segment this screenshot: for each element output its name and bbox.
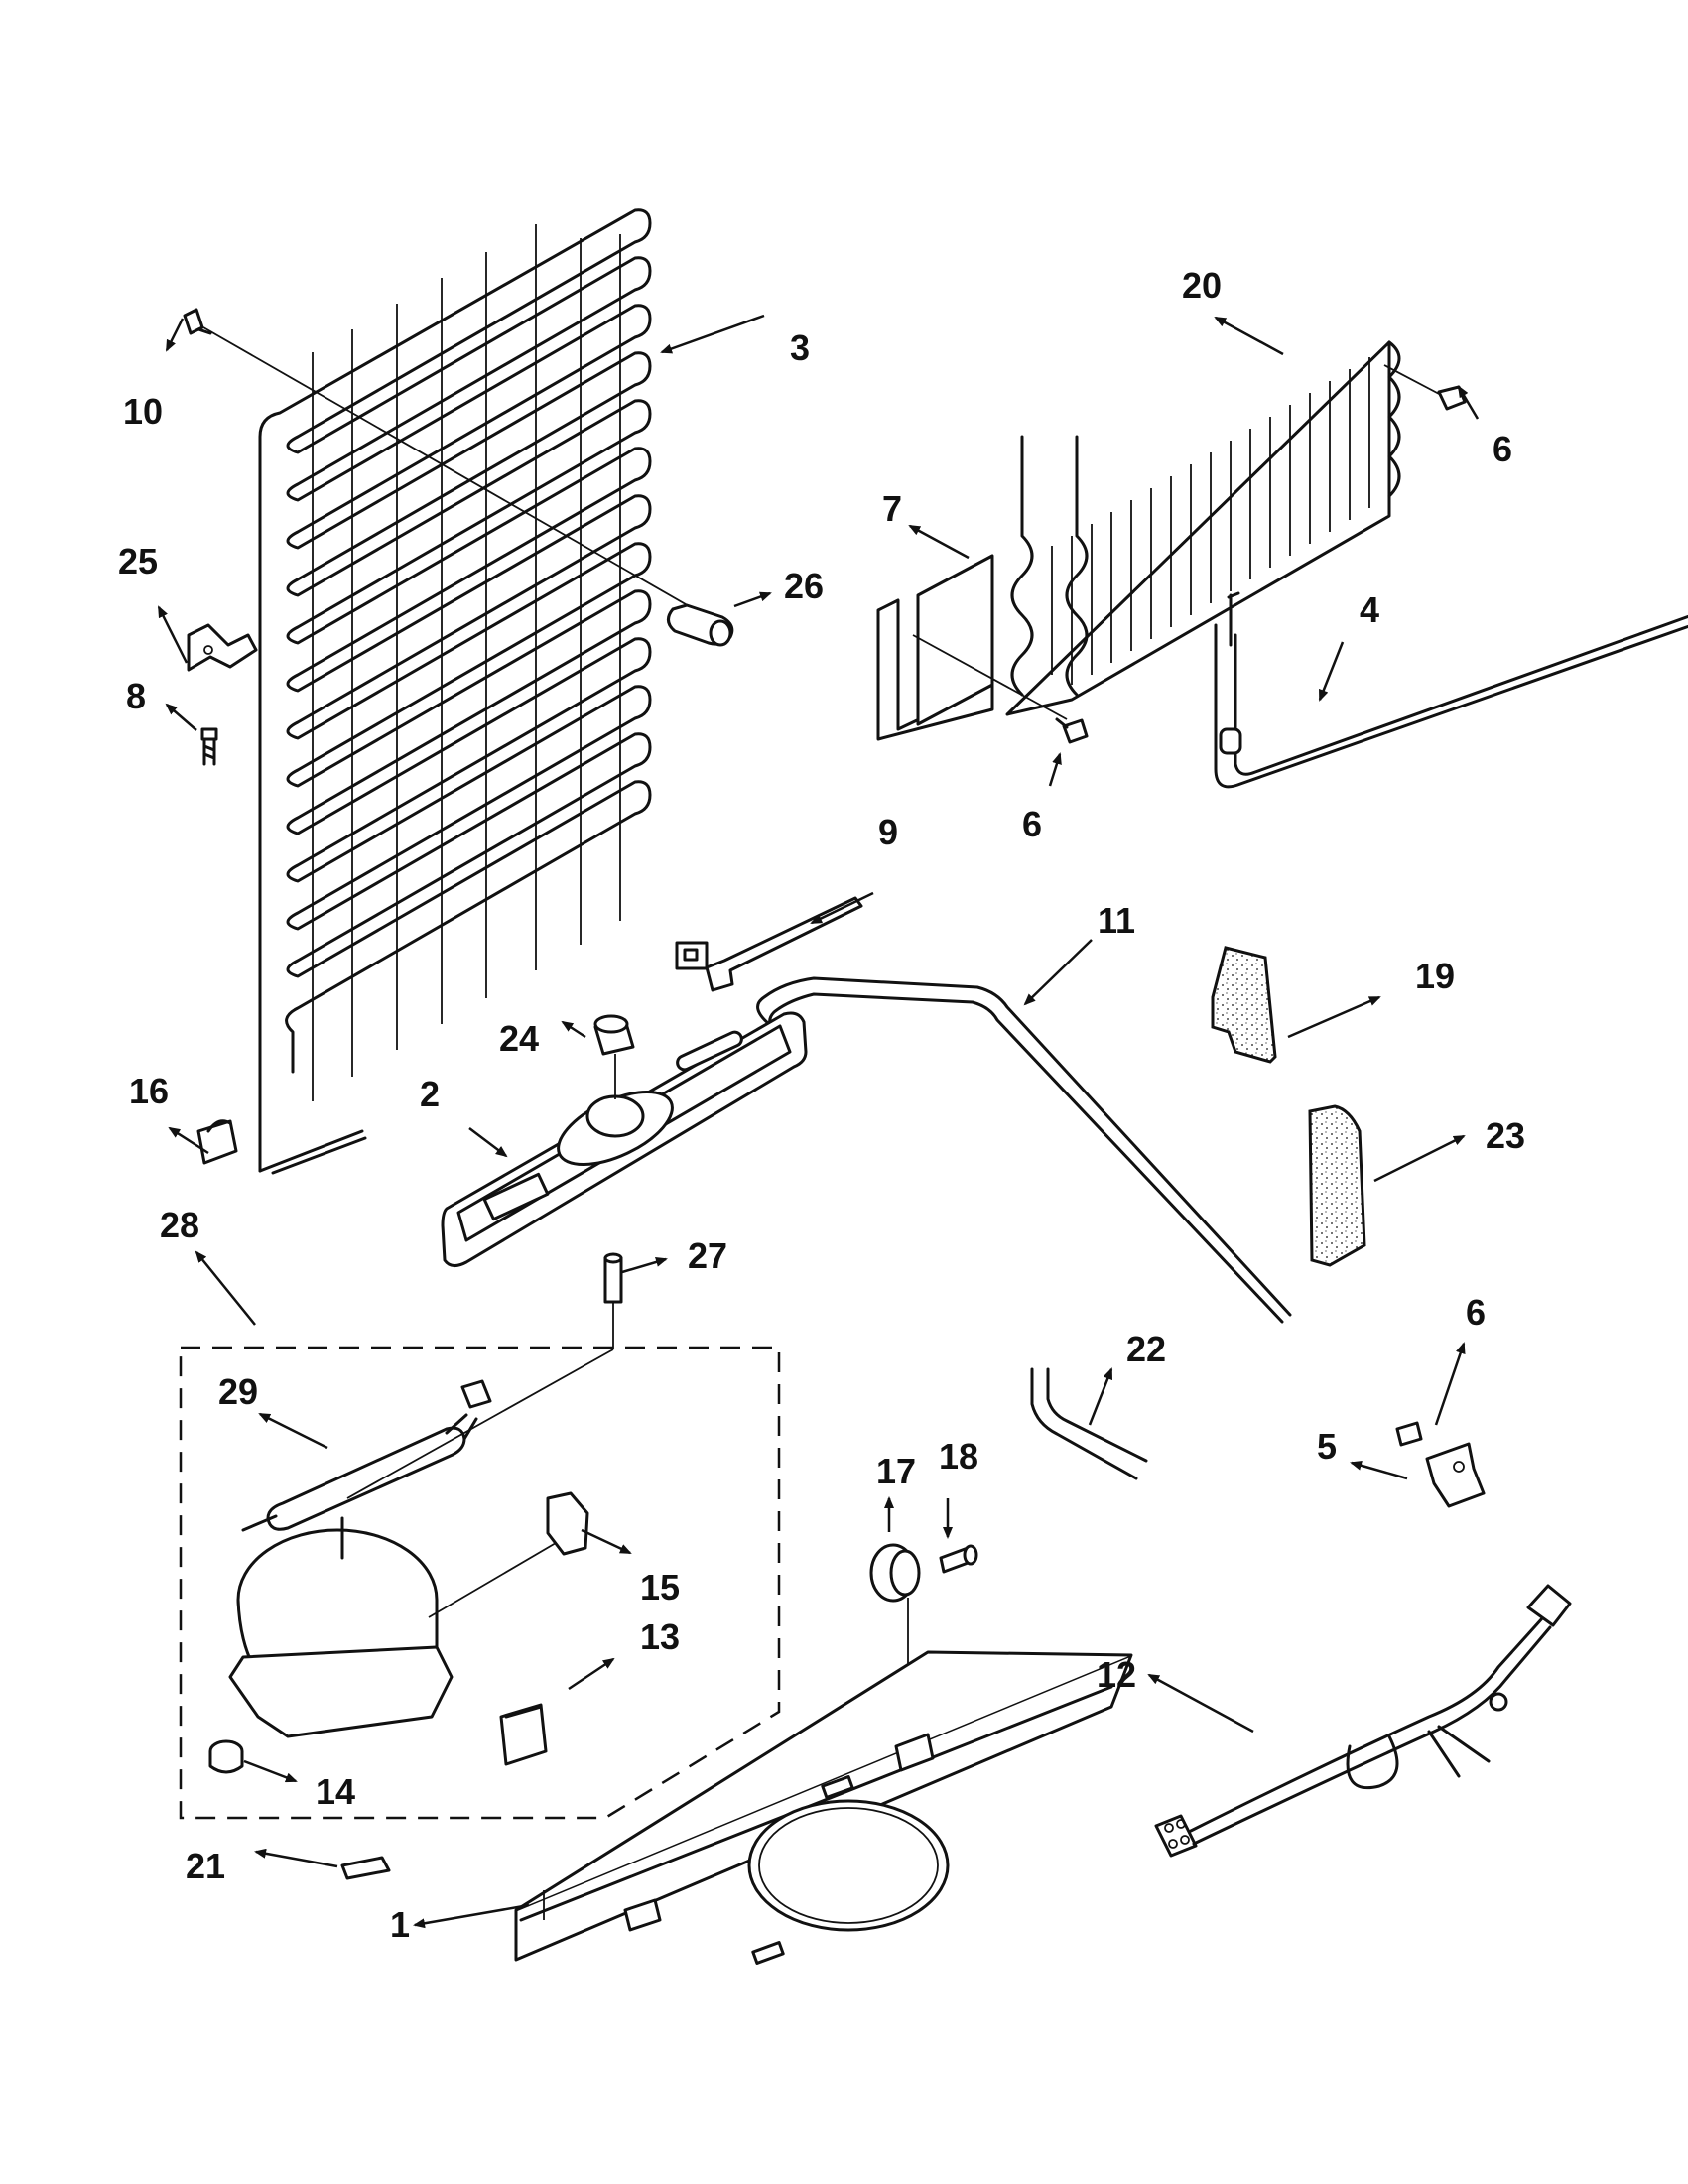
callout-7: 7	[882, 488, 902, 529]
callout-4: 4	[1360, 589, 1379, 630]
screw-6-bottom	[1395, 1421, 1423, 1447]
callout-26: 26	[784, 566, 824, 606]
callout-6b: 6	[1022, 804, 1042, 844]
callout-arrows	[157, 314, 1480, 1929]
callout-labels: 1 2 3 4 5 6 6 6 7 8 9 10 11 12 13 14 15 …	[118, 265, 1525, 1945]
callout-2: 2	[420, 1074, 440, 1114]
callout-21: 21	[186, 1846, 225, 1886]
compressor-kit-28-boundary	[179, 1346, 781, 1820]
callout-22: 22	[1126, 1329, 1166, 1369]
capacitor-13	[499, 1703, 548, 1766]
callout-25: 25	[118, 541, 158, 581]
clip-25	[187, 623, 258, 672]
callout-18: 18	[939, 1436, 978, 1477]
grommet-14	[208, 1739, 244, 1774]
screw-18	[939, 1544, 978, 1574]
tube-22	[1030, 1367, 1148, 1480]
callout-5: 5	[1317, 1426, 1337, 1467]
callout-19: 19	[1415, 956, 1455, 996]
callout-29: 29	[218, 1371, 258, 1412]
clip-5	[1425, 1442, 1486, 1508]
callout-23: 23	[1486, 1115, 1525, 1156]
spacer-26	[667, 603, 734, 647]
screw-8	[200, 727, 218, 766]
condenser-coil	[258, 208, 652, 1175]
callout-24: 24	[499, 1018, 539, 1059]
bracket-7	[876, 554, 1068, 741]
callout-12: 12	[1097, 1654, 1136, 1695]
callout-16: 16	[129, 1071, 169, 1111]
callout-17: 17	[876, 1451, 916, 1491]
callout-1: 1	[390, 1904, 410, 1945]
screw-6-mid	[1055, 717, 1089, 744]
tube-27	[603, 1252, 623, 1349]
callout-13: 13	[640, 1616, 680, 1657]
callout-6a: 6	[1493, 429, 1512, 469]
wire-harness-12	[1154, 1584, 1572, 1858]
compressor	[228, 1516, 557, 1738]
base-pan-1	[514, 1650, 1133, 1965]
callout-6c: 6	[1466, 1292, 1486, 1333]
foam-19	[1211, 946, 1277, 1064]
callout-15: 15	[640, 1567, 680, 1607]
grommet-24	[593, 1014, 635, 1099]
callout-3: 3	[790, 327, 810, 368]
heater-4	[1214, 591, 1688, 789]
drier-29	[241, 1349, 614, 1532]
callout-28: 28	[160, 1205, 199, 1245]
drain-pan-2	[441, 1011, 808, 1267]
part-21	[340, 1856, 391, 1880]
clip-16	[196, 1119, 238, 1165]
relay-15	[546, 1491, 589, 1556]
screw-10	[183, 308, 706, 616]
callout-27: 27	[688, 1235, 727, 1276]
evaporator-20	[1005, 340, 1401, 716]
callout-9: 9	[878, 812, 898, 852]
callout-11: 11	[1098, 900, 1135, 941]
callout-8: 8	[126, 676, 146, 716]
callout-10: 10	[123, 391, 163, 432]
foam-23	[1308, 1104, 1366, 1267]
callout-14: 14	[316, 1771, 355, 1812]
callout-20: 20	[1182, 265, 1222, 306]
tube-11	[756, 976, 1292, 1324]
